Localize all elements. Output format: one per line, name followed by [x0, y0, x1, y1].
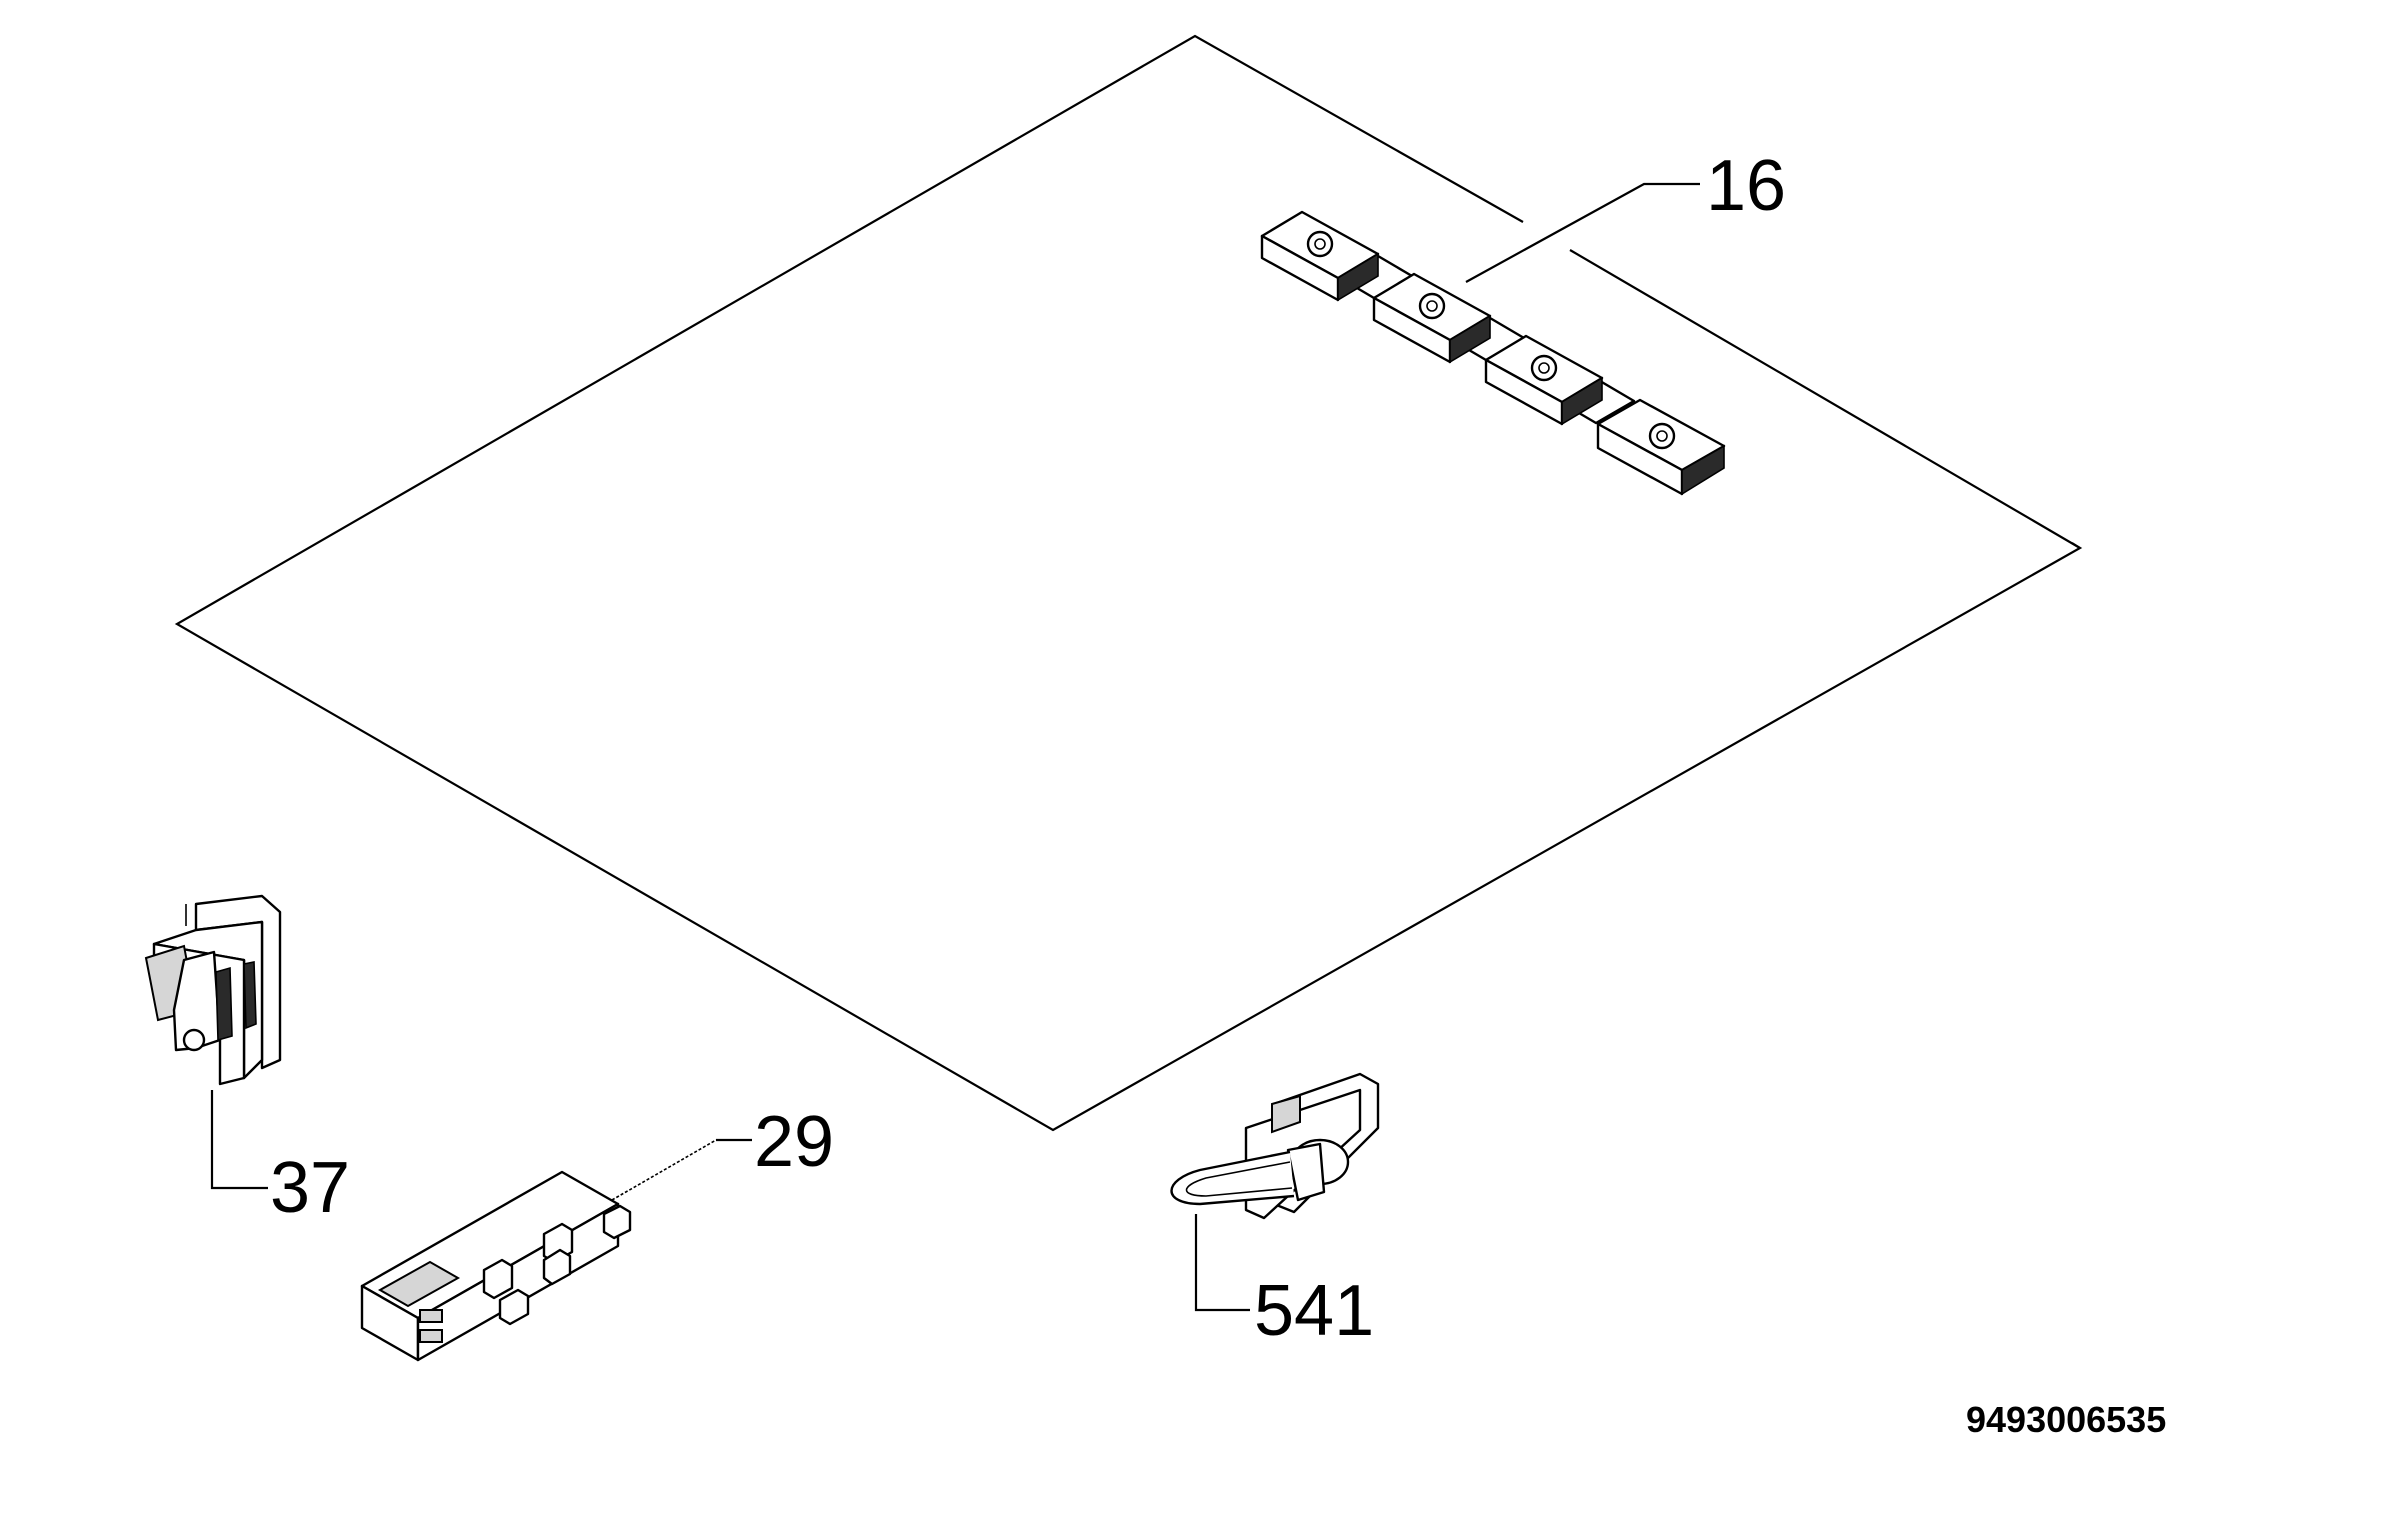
callout-37: 37	[270, 1148, 350, 1228]
clip-3	[1484, 334, 1604, 426]
callout-541: 541	[1254, 1271, 1374, 1351]
drawing-code: 9493006535	[1966, 1399, 2166, 1440]
part-37-terminal-bracket	[144, 894, 282, 1086]
part-16-clip-strip	[1260, 210, 1726, 496]
callout-29-leader	[611, 1139, 717, 1201]
clip-2	[1372, 272, 1492, 364]
callout-29: 29	[754, 1102, 834, 1182]
callout-16-leader	[1465, 182, 1700, 283]
callout-37-leader	[210, 1090, 268, 1190]
callout-541-leader	[1194, 1214, 1250, 1312]
callout-16: 16	[1706, 146, 1786, 226]
part-29-terminal-block	[360, 1170, 632, 1362]
clip-4	[1596, 398, 1726, 496]
clip-1	[1260, 210, 1380, 302]
part-541-switch	[1170, 1072, 1380, 1220]
panel	[174, 34, 2083, 1132]
